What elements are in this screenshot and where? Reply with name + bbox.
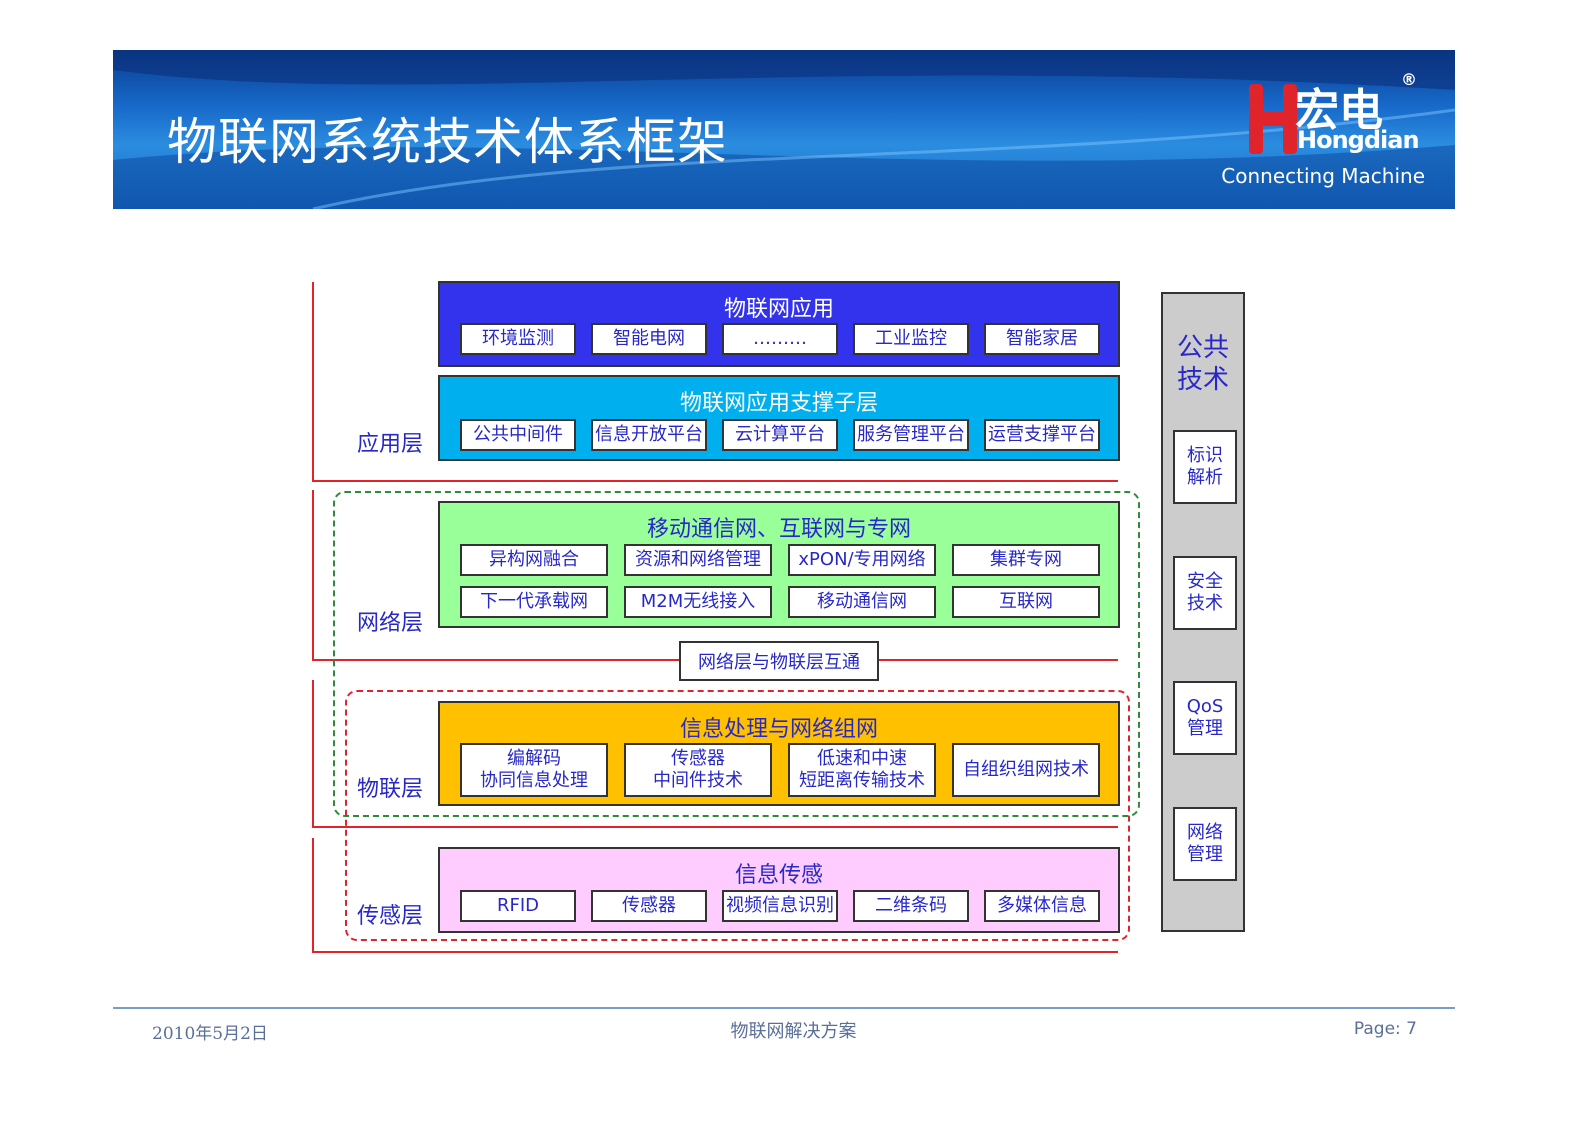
- chip-self-org-line1: 自组织组网技术: [963, 759, 1089, 780]
- logo-chinese-text: 宏电: [1295, 85, 1383, 136]
- separator-vertical-sense: [312, 838, 314, 953]
- layer-label-iot: 物联层: [357, 777, 424, 802]
- side-chip-qos-line1: QoS: [1186, 696, 1224, 717]
- chip-cloud-platform: 云计算平台: [722, 419, 838, 451]
- chip-env-monitor: 环境监测: [460, 323, 576, 355]
- chip-multimedia-info: 多媒体信息: [984, 890, 1100, 922]
- chip-sensor-mw-line2: 中间件技术: [653, 770, 743, 791]
- side-chip-sec-line1: 安全: [1187, 571, 1223, 592]
- footer-divider: [113, 1007, 1455, 1009]
- side-chip-qos: QoS 管理: [1173, 681, 1237, 755]
- footer-date: 2010年5月2日: [152, 1024, 268, 1044]
- network-iot-interconnect: 网络层与物联层互通: [679, 641, 879, 681]
- chip-xpon: xPON/专用网络: [788, 544, 936, 576]
- chip-smart-grid: 智能电网: [591, 323, 707, 355]
- chip-short-range-transmission: 低速和中速 短距离传输技术: [788, 743, 936, 797]
- panel-title-app: 物联网应用: [723, 297, 834, 322]
- panel-iot-application: 物联网应用 环境监测 智能电网 ……… 工业监控 智能家居: [438, 281, 1120, 367]
- chip-industrial-monitor: 工业监控: [853, 323, 969, 355]
- common-title: 公共 技术: [1163, 332, 1243, 396]
- side-chip-sec-line2: 技术: [1187, 593, 1223, 614]
- chip-heterogeneous-fusion: 异构网融合: [460, 544, 608, 576]
- chip-smart-home: 智能家居: [984, 323, 1100, 355]
- header-banner: 物联网系统技术体系框架 宏电 ® Hongdian Connecting Mac…: [113, 50, 1455, 209]
- chip-internet: 互联网: [952, 586, 1100, 618]
- chip-qr-barcode: 二维条码: [853, 890, 969, 922]
- chip-public-middleware: 公共中间件: [460, 419, 576, 451]
- side-chip-security: 安全 技术: [1173, 556, 1237, 630]
- common-title-line1: 公共: [1176, 333, 1229, 363]
- side-chip-identifier-resolution: 标识 解析: [1173, 430, 1237, 504]
- chip-sensor-middleware: 传感器 中间件技术: [624, 743, 772, 797]
- chip-short-range-line2: 短距离传输技术: [799, 770, 925, 791]
- panel-network: 移动通信网、互联网与专网 异构网融合 资源和网络管理 xPON/专用网络 集群专…: [438, 501, 1120, 628]
- side-chip-netmgmt-line1: 网络: [1187, 822, 1223, 843]
- panel-title-sensing: 信息传感: [734, 863, 823, 888]
- logo-tagline: Connecting Machine: [1221, 164, 1425, 188]
- separator-sense-bottom: [312, 951, 1118, 953]
- separator-net-bottom-right: [878, 659, 1118, 661]
- panel-info-sensing: 信息传感 RFID 传感器 视频信息识别 二维条码 多媒体信息: [438, 847, 1120, 933]
- footer-title: 物联网解决方案: [730, 1021, 857, 1042]
- chip-video-recognition: 视频信息识别: [722, 890, 838, 922]
- chip-next-gen-bearer: 下一代承载网: [460, 586, 608, 618]
- chip-sensor: 传感器: [591, 890, 707, 922]
- side-chip-network-mgmt: 网络 管理: [1173, 807, 1237, 881]
- chip-trunk-network: 集群专网: [952, 544, 1100, 576]
- separator-app-bottom: [312, 480, 1118, 482]
- chip-codec-line2: 协同信息处理: [480, 770, 588, 791]
- hongdian-logo: 宏电 ® Hongdian: [1237, 70, 1427, 194]
- logo-english-text: Hongdian: [1297, 126, 1420, 154]
- page-title: 物联网系统技术体系框架: [167, 113, 728, 171]
- separator-vertical-app: [312, 282, 314, 482]
- side-chip-id-line1: 标识: [1187, 445, 1223, 466]
- chip-info-open-platform: 信息开放平台: [591, 419, 707, 451]
- common-title-line2: 技术: [1176, 365, 1229, 395]
- chip-ellipsis: ………: [722, 323, 838, 355]
- panel-app-support: 物联网应用支撑子层 公共中间件 信息开放平台 云计算平台 服务管理平台 运营支撑…: [438, 375, 1120, 461]
- panel-title-network: 移动通信网、互联网与专网: [646, 517, 911, 542]
- chip-ops-support: 运营支撑平台: [984, 419, 1100, 451]
- hongdian-h-mark-icon: [1249, 84, 1297, 154]
- separator-vertical-net: [312, 490, 314, 660]
- registered-mark: ®: [1401, 70, 1417, 89]
- iot-sensing-dashed-group: [345, 690, 1130, 941]
- footer-page-number: Page: 7: [1353, 1019, 1417, 1039]
- chip-short-range-line1: 低速和中速: [817, 748, 907, 769]
- common-technology-column: 公共 技术 标识 解析 安全 技术 QoS 管理 网络 管理: [1161, 292, 1245, 932]
- layer-label-network: 网络层: [357, 611, 424, 636]
- chip-mobile-network: 移动通信网: [788, 586, 936, 618]
- chip-codec-collab: 编解码 协同信息处理: [460, 743, 608, 797]
- side-chip-netmgmt-line2: 管理: [1187, 844, 1223, 865]
- network-iot-dashed-group: [333, 491, 1140, 817]
- chip-codec-line1: 编解码: [507, 748, 561, 769]
- chip-rfid: RFID: [460, 890, 576, 922]
- separator-net-bottom-left: [312, 659, 680, 661]
- panel-title-processing: 信息处理与网络组网: [679, 717, 878, 742]
- banner-swoosh: [113, 50, 1455, 209]
- panel-info-processing: 信息处理与网络组网 编解码 协同信息处理 传感器 中间件技术 低速和中速 短距离…: [438, 701, 1120, 806]
- chip-self-organizing-network: 自组织组网技术: [952, 743, 1100, 797]
- chip-resource-net-mgmt: 资源和网络管理: [624, 544, 772, 576]
- panel-title-support: 物联网应用支撑子层: [679, 391, 878, 416]
- separator-iot-bottom: [312, 826, 1118, 828]
- chip-sensor-mw-line1: 传感器: [671, 748, 725, 769]
- layer-label-sensing: 传感层: [357, 904, 424, 929]
- side-chip-qos-line2: 管理: [1187, 718, 1223, 739]
- separator-vertical-iot: [312, 680, 314, 828]
- chip-service-mgmt: 服务管理平台: [853, 419, 969, 451]
- chip-m2m-wireless: M2M无线接入: [624, 586, 772, 618]
- side-chip-id-line2: 解析: [1187, 467, 1223, 488]
- layer-label-application: 应用层: [357, 432, 424, 457]
